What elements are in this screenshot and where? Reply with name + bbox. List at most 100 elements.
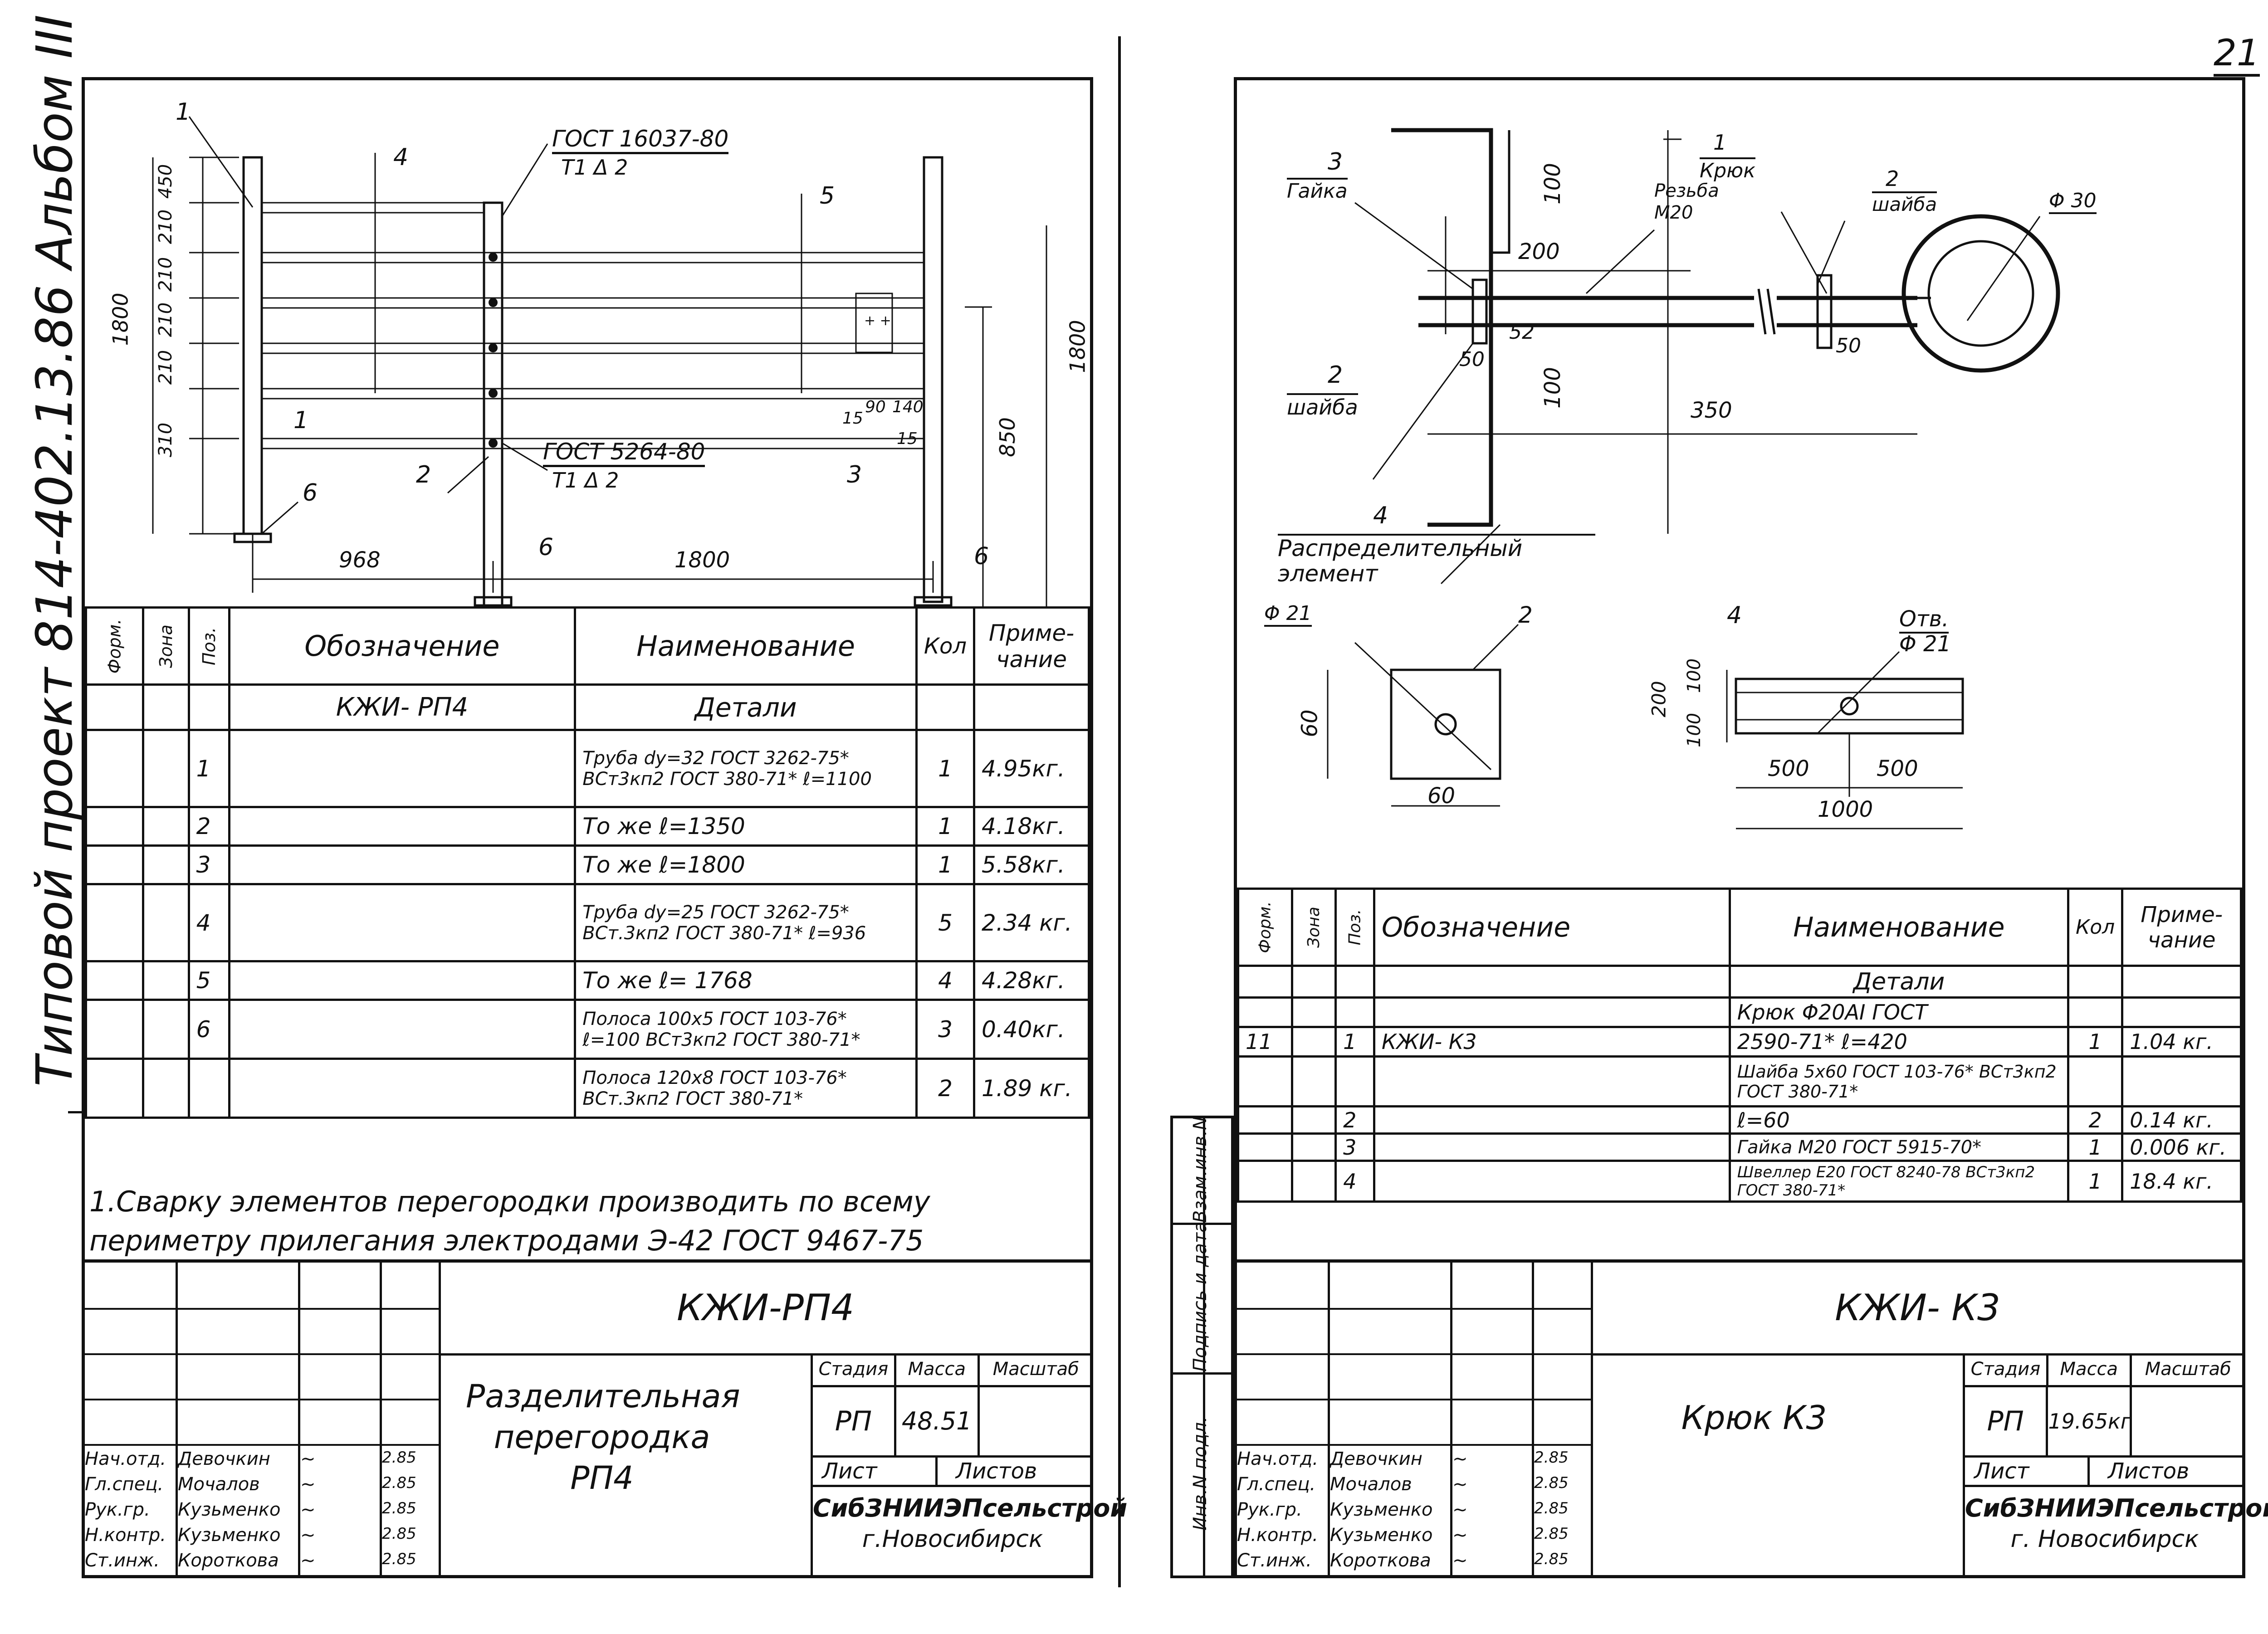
- signer-row: Н.контр. Кузьменко ~ 2.85: [85, 1525, 439, 1550]
- table-row: Крюк Φ20АI ГОСТ: [1237, 996, 2242, 1028]
- col-form: Форм.: [85, 606, 144, 686]
- signer-row: Нач.отд. Девочкин ~ 2.85: [1237, 1449, 1591, 1474]
- horizontal-pipes: [261, 202, 925, 449]
- col-designation: Обозначение: [1373, 888, 1731, 967]
- dim-210-b: 210: [155, 257, 176, 292]
- post-right: [923, 156, 943, 603]
- svg-text:+ +: + +: [864, 313, 891, 329]
- signature-mark: ~: [300, 1550, 316, 1571]
- post-left: [242, 156, 263, 535]
- left-sheet: + + ГОСТ 16037-80 Т1: [82, 77, 1127, 1578]
- right-sheet: 3 Гайка 1 Крюк Резьба М20 2 шайба Φ 30 2…: [1234, 77, 2268, 1578]
- welding-note: 1.Сварку элементов перегородки производи…: [89, 1185, 930, 1257]
- dim-350: 350: [1691, 398, 1732, 423]
- thread-label: Резьба М20: [1654, 180, 1719, 223]
- element-pos: 4: [1373, 502, 1388, 529]
- element-name: Распределительный элемент: [1278, 534, 1595, 586]
- base-plate-right: [914, 596, 953, 606]
- dim-200: 200: [1518, 239, 1560, 264]
- col-qty: Кол: [2067, 888, 2124, 967]
- signer-row: Гл.спец. Мочалов ~ 2.85: [85, 1474, 439, 1499]
- hook-name: Крюк: [1700, 157, 1755, 182]
- mass-label: Масса: [896, 1353, 980, 1385]
- signature-mark: ~: [300, 1474, 316, 1495]
- channel-width-2: 500: [1877, 756, 1918, 781]
- channel-height-bottom: 100: [1684, 712, 1705, 748]
- side-stamp: Взам.инв.N Подпись и дата Инв.N подл.: [1170, 1116, 1234, 1578]
- stage-value: РП: [813, 1387, 896, 1455]
- channel-pos: 4: [1727, 602, 1742, 629]
- base-plate-middle: [474, 596, 513, 606]
- col-form: Форм.: [1237, 888, 1294, 967]
- signature-mark: ~: [1452, 1525, 1468, 1546]
- dim-1800-right: 1800: [1065, 320, 1090, 373]
- dim-1800-bottom: 1800: [675, 547, 730, 573]
- sheet-label: Лист: [813, 1458, 938, 1485]
- dim-15-a: 15: [842, 409, 863, 428]
- partition-drawing: + +: [152, 116, 1047, 606]
- right-spec-table: Форм. Зона Поз. Обозначение Наименование…: [1237, 888, 2242, 1203]
- org-name: СибЗНИИЭПсельстрой: [1965, 1494, 2268, 1522]
- page-number: 21: [2214, 32, 2260, 77]
- left-spec-table: Форм. Зона Поз. Обозначение Наименование…: [85, 606, 1090, 1119]
- washer-pos-bottom: 2: [1328, 361, 1343, 389]
- washer-plate: [1390, 668, 1501, 780]
- left-title-block: Нач.отд. Девочкин ~ 2.85 Гл.спец. Мочало…: [85, 1259, 1127, 1578]
- stage-label: Стадия: [813, 1353, 896, 1385]
- stage-label: Стадия: [1965, 1353, 2048, 1385]
- stage-value: РП: [1965, 1387, 2048, 1455]
- channel-hole-label: Отв.: [1899, 606, 1949, 634]
- stamp-signature-date: Подпись и дата: [1190, 1221, 1211, 1372]
- signer-row: Нач.отд. Девочкин ~ 2.85: [85, 1449, 439, 1474]
- washer-pos-top: 2: [1886, 166, 1899, 191]
- table-row: 3 То же ℓ=1800 1 5.58кг.: [85, 844, 1090, 885]
- dim-100-top: 100: [1540, 163, 1565, 205]
- dim-210-a: 210: [155, 209, 176, 244]
- splice-plate: [855, 293, 893, 353]
- signer-list: Нач.отд. Девочкин ~ 2.85 Гл.спец. Мочало…: [85, 1449, 439, 1575]
- pos-label-1-top: 1: [176, 98, 191, 126]
- table-row: 2 То же ℓ=1350 1 4.18кг.: [85, 806, 1090, 847]
- channel-width-total: 1000: [1818, 797, 1873, 822]
- sheet-label: Лист: [1965, 1458, 2090, 1485]
- hook-eye-diameter: Φ 30: [2049, 189, 2097, 214]
- signature-mark: ~: [300, 1449, 316, 1469]
- dim-15-b: 15: [897, 429, 918, 448]
- pos-label-6-left: 6: [303, 479, 318, 507]
- hook-drawing: [1327, 128, 2060, 829]
- dim-90: 90: [865, 398, 886, 416]
- signer-row: Н.контр. Кузьменко ~ 2.85: [1237, 1525, 1591, 1550]
- gost-5264-label: ГОСТ 5264-80: [543, 439, 705, 467]
- col-pos: Поз.: [1334, 888, 1375, 967]
- table-row: 4 Швеллер Е20 ГОСТ 8240-78 ВСт3кп2 ГОСТ …: [1237, 1160, 2242, 1203]
- signature-mark: ~: [1452, 1499, 1468, 1520]
- signature-mark: ~: [1452, 1550, 1468, 1571]
- left-drawing-code: КЖИ-РП4: [441, 1263, 1090, 1356]
- col-note: Приме-чание: [973, 606, 1090, 686]
- scale-label: Масштаб: [992, 1359, 1079, 1380]
- scale-label: Масштаб: [2145, 1359, 2231, 1380]
- channel-width-1: 500: [1768, 756, 1809, 781]
- signature-mark: ~: [300, 1525, 316, 1546]
- nut-pos: 3: [1328, 148, 1343, 176]
- dim-210-c: 210: [155, 302, 176, 337]
- right-title-block: Нач.отд. Девочкин ~ 2.85 Гл.спец. Мочало…: [1237, 1259, 2268, 1578]
- washer-name-bottom: шайба: [1287, 393, 1358, 419]
- mass-value: 19.65кг: [2048, 1387, 2132, 1455]
- dim-450: 450: [155, 164, 176, 199]
- table-row: 3 Гайка М20 ГОСТ 5915-70* 1 0.006 кг.: [1237, 1132, 2242, 1162]
- signer-row: Рук.гр. Кузьменко ~ 2.85: [1237, 1499, 1591, 1525]
- weld-symbol-bottom: Т1 Δ 2: [552, 468, 619, 493]
- plate-pos: 2: [1518, 602, 1533, 628]
- col-designation: Обозначение: [228, 606, 577, 686]
- table-row: 2 ℓ=60 2 0.14 кг.: [1237, 1105, 2242, 1135]
- plate-hole-diameter: Φ 21: [1264, 602, 1312, 627]
- dim-140: 140: [892, 398, 924, 416]
- sheets-label: Листов: [2108, 1458, 2190, 1484]
- pos-label-2: 2: [416, 461, 431, 488]
- col-zone: Зона: [1291, 888, 1337, 967]
- table-row: 5 То же ℓ= 1768 4 4.28кг.: [85, 960, 1090, 1001]
- dim-968: 968: [339, 547, 381, 573]
- right-drawing-title: Крюк К3: [1681, 1399, 1827, 1437]
- dim-100-bottom: 100: [1540, 367, 1565, 409]
